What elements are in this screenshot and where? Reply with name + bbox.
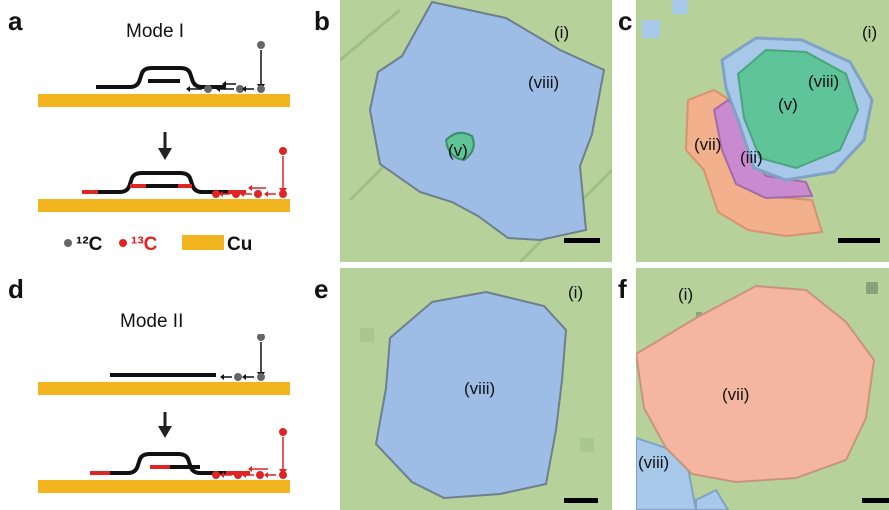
region-label-viii: (viii) [528, 73, 559, 92]
region-label-v: (v) [778, 95, 798, 114]
process-arrow [158, 148, 172, 160]
carbon-13-atom [279, 471, 287, 479]
copper-substrate-bottom [38, 480, 290, 493]
carbon-13-atom [212, 471, 220, 479]
region-label-i: (i) [678, 285, 693, 304]
carbon-13-atom [212, 190, 220, 198]
panel-a-letter: a [8, 6, 23, 36]
panel-e-map: (i) (viii) [340, 268, 612, 510]
legend-12c-marker [64, 239, 72, 247]
panel-f-map: (i) (vii) (viii) [636, 268, 889, 510]
panel-d-title: Mode II [120, 311, 184, 332]
region-label-viii: (viii) [638, 453, 669, 472]
region-label-vii: (vii) [694, 135, 721, 154]
panel-e-letter: e [314, 274, 329, 304]
scale-bar [838, 238, 880, 243]
carbon-12-atom [204, 85, 212, 93]
multilayer-region [636, 284, 876, 484]
carbon-12-atom [257, 41, 265, 49]
graphene-domain-region [636, 436, 698, 510]
region-label-i: (i) [862, 23, 877, 42]
legend-cu-swatch [182, 235, 224, 250]
carbon-13-atom [256, 471, 264, 479]
carbon-12-atom [257, 373, 265, 381]
graphene-layer-bottom [90, 452, 250, 475]
legend-13c-label: ¹³C [131, 234, 158, 255]
carbon-13-atom [232, 190, 240, 198]
region-label-i: (i) [554, 23, 569, 42]
region-label-viii: (viii) [464, 379, 495, 398]
scale-bar [564, 498, 598, 503]
region-label-v: (v) [448, 141, 468, 160]
panel-f-letter: f [618, 274, 627, 304]
carbon-12-atom [257, 85, 265, 93]
carbon-13-atom [279, 190, 287, 198]
graphene-domain-region [374, 290, 568, 500]
process-arrow [158, 426, 172, 438]
panel-b-letter: b [314, 6, 330, 36]
panel-c-letter: c [618, 6, 633, 36]
mode-one-schematic: ¹²C ¹³C Cu [38, 41, 290, 255]
region-label-viii: (viii) [808, 72, 839, 91]
scale-bar [564, 238, 600, 243]
copper-substrate-top [38, 94, 290, 107]
region-label-iii: (iii) [740, 148, 763, 167]
graphene-layer-bottom [82, 171, 246, 194]
carbon-12-atom [257, 334, 265, 341]
copper-substrate-top [38, 382, 290, 395]
panel-a-title: Mode I [126, 21, 185, 42]
region-label-vii: (vii) [722, 385, 749, 404]
carbon-12-atom [234, 373, 242, 381]
graphene-domain-region [368, 0, 606, 242]
region-label-i: (i) [568, 283, 583, 302]
carbon-13-atom [234, 471, 242, 479]
carbon-13-atom [254, 190, 262, 198]
graphene-layer-top [96, 66, 226, 89]
copper-substrate-bottom [38, 199, 290, 212]
panel-d-letter: d [8, 274, 24, 304]
nucleus-region [736, 48, 860, 170]
legend-cu-label: Cu [227, 234, 252, 255]
mode-two-schematic [38, 334, 290, 493]
panel-b-map: (i) (viii) (v) [340, 0, 612, 262]
legend-13c-marker [119, 239, 127, 247]
scale-bar [862, 498, 889, 503]
carbon-13-atom [279, 147, 287, 155]
carbon-12-atom [236, 85, 244, 93]
carbon-13-atom [279, 428, 287, 436]
panel-c-map: (i) (viii) (v) (vii) (iii) [636, 0, 889, 262]
nucleus-region [444, 131, 475, 162]
legend-12c-label: ¹²C [76, 234, 103, 255]
